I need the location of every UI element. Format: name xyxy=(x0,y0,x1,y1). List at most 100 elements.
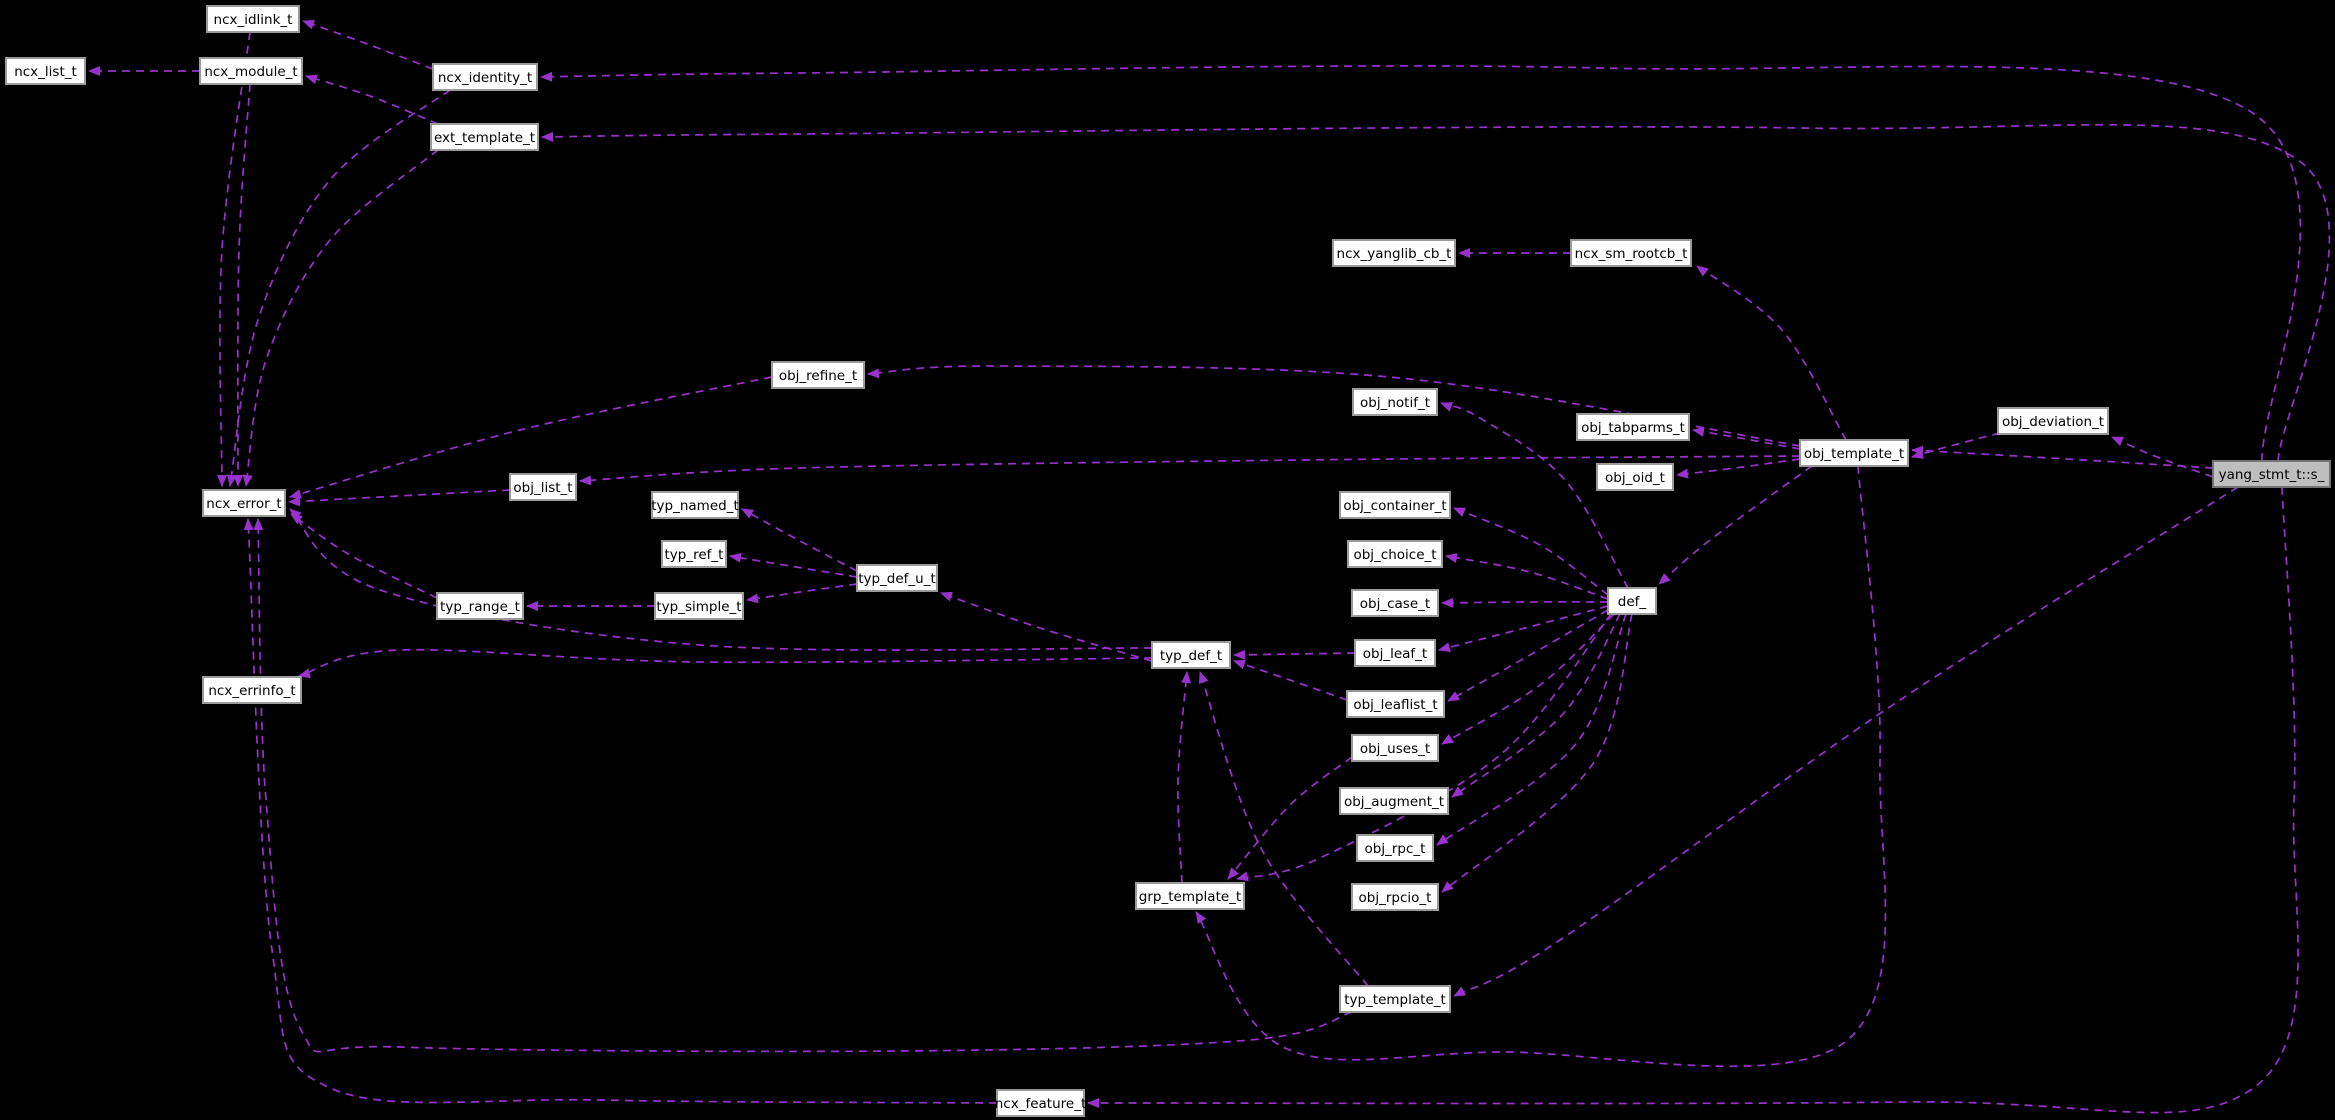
node-obj_deviation_t[interactable]: obj_deviation_t xyxy=(1997,407,2109,435)
node-typ_def_t[interactable]: typ_def_t xyxy=(1151,641,1231,669)
node-box-obj_template_t[interactable] xyxy=(1799,439,1909,467)
node-obj_uses_t[interactable]: obj_uses_t xyxy=(1351,734,1439,762)
node-box-ncx_error_t[interactable] xyxy=(202,489,286,517)
node-grp_template_t[interactable]: grp_template_t xyxy=(1135,882,1245,910)
node-label-ncx_feature_t: ncx_feature_t xyxy=(995,1096,1087,1112)
node-box-obj_refine_t[interactable] xyxy=(771,361,865,389)
node-box-obj_notif_t[interactable] xyxy=(1352,388,1438,416)
node-box-ncx_identity_t[interactable] xyxy=(432,63,538,91)
node-box-typ_def_t[interactable] xyxy=(1151,641,1231,669)
node-label-obj_augment_t: obj_augment_t xyxy=(1344,794,1444,810)
node-obj_rpcio_t[interactable]: obj_rpcio_t xyxy=(1351,883,1439,911)
node-label-ncx_identity_t: ncx_identity_t xyxy=(438,70,532,86)
node-obj_choice_t[interactable]: obj_choice_t xyxy=(1347,540,1443,568)
node-box-obj_rpcio_t[interactable] xyxy=(1351,883,1439,911)
node-label-obj_tabparms_t: obj_tabparms_t xyxy=(1581,420,1685,436)
node-box-obj_container_t[interactable] xyxy=(1339,491,1451,519)
edge-ext_template_t-to-ncx_error_t xyxy=(242,149,439,487)
node-box-obj_leaf_t[interactable] xyxy=(1354,639,1436,667)
node-typ_ref_t[interactable]: typ_ref_t xyxy=(661,540,727,568)
node-obj_template_t[interactable]: obj_template_t xyxy=(1799,439,1909,467)
node-label-ncx_yanglib_cb_t: ncx_yanglib_cb_t xyxy=(1337,246,1452,262)
node-box-obj_leaflist_t[interactable] xyxy=(1346,690,1445,718)
edge-obj_uses_t-to-grp_template_t xyxy=(1227,756,1353,880)
node-box-obj_choice_t[interactable] xyxy=(1347,540,1443,568)
node-ncx_error_t[interactable]: ncx_error_t xyxy=(202,489,286,517)
edge-yang_stmt_t_s-to-obj_template_t xyxy=(1911,445,2214,469)
node-box-ncx_module_t[interactable] xyxy=(199,57,303,85)
node-box-obj_list_t[interactable] xyxy=(509,473,577,501)
node-ext_template_t[interactable]: ext_template_t xyxy=(430,123,539,151)
node-label-typ_template_t: typ_template_t xyxy=(1344,992,1446,1008)
node-box-ncx_sm_rootcb_t[interactable] xyxy=(1570,239,1692,267)
node-box-ncx_idlink_t[interactable] xyxy=(206,5,300,33)
node-box-obj_augment_t[interactable] xyxy=(1339,787,1449,815)
node-ncx_module_t[interactable]: ncx_module_t xyxy=(199,57,303,85)
node-box-def_[interactable] xyxy=(1607,587,1657,615)
node-box-ncx_yanglib_cb_t[interactable] xyxy=(1332,239,1456,267)
node-yang_stmt_t_s: yang_stmt_t::s_ xyxy=(2212,460,2331,488)
node-obj_refine_t[interactable]: obj_refine_t xyxy=(771,361,865,389)
edge-obj_list_t-to-ncx_error_t xyxy=(288,489,511,507)
node-obj_container_t[interactable]: obj_container_t xyxy=(1339,491,1451,519)
node-typ_template_t[interactable]: typ_template_t xyxy=(1339,985,1451,1013)
node-ncx_sm_rootcb_t[interactable]: ncx_sm_rootcb_t xyxy=(1570,239,1692,267)
node-typ_named_t[interactable]: typ_named_t xyxy=(651,491,739,519)
node-obj_rpc_t[interactable]: obj_rpc_t xyxy=(1356,834,1434,862)
node-label-obj_deviation_t: obj_deviation_t xyxy=(2002,414,2104,430)
node-obj_augment_t[interactable]: obj_augment_t xyxy=(1339,787,1449,815)
node-box-typ_simple_t[interactable] xyxy=(654,592,744,620)
node-obj_list_t[interactable]: obj_list_t xyxy=(509,473,577,501)
node-box-ncx_feature_t[interactable] xyxy=(996,1089,1085,1117)
node-box-typ_range_t[interactable] xyxy=(436,592,524,620)
node-def_[interactable]: def_ xyxy=(1607,587,1657,615)
node-ncx_idlink_t[interactable]: ncx_idlink_t xyxy=(206,5,300,33)
node-label-obj_template_t: obj_template_t xyxy=(1804,446,1904,462)
edge-typ_def_u_t-to-typ_ref_t xyxy=(729,552,858,578)
node-ncx_list_t[interactable]: ncx_list_t xyxy=(5,57,86,85)
edge-typ_template_t-to-ncx_error_t xyxy=(253,518,1353,1053)
node-typ_simple_t[interactable]: typ_simple_t xyxy=(654,592,744,620)
node-box-obj_case_t[interactable] xyxy=(1351,589,1439,617)
node-obj_tabparms_t[interactable]: obj_tabparms_t xyxy=(1576,413,1690,441)
node-label-obj_notif_t: obj_notif_t xyxy=(1360,395,1430,411)
node-typ_def_u_t[interactable]: typ_def_u_t xyxy=(856,564,938,592)
node-box-obj_deviation_t[interactable] xyxy=(1997,407,2109,435)
node-box-obj_rpc_t[interactable] xyxy=(1356,834,1434,862)
node-ncx_errinfo_t[interactable]: ncx_errinfo_t xyxy=(202,676,302,704)
node-obj_oid_t[interactable]: obj_oid_t xyxy=(1596,463,1674,491)
node-box-ncx_errinfo_t[interactable] xyxy=(202,676,302,704)
node-box-ncx_list_t[interactable] xyxy=(5,57,86,85)
node-label-obj_choice_t: obj_choice_t xyxy=(1353,547,1436,563)
edge-ext_template_t-to-ncx_module_t xyxy=(305,74,439,125)
node-obj_case_t[interactable]: obj_case_t xyxy=(1351,589,1439,617)
node-box-typ_ref_t[interactable] xyxy=(661,540,727,568)
node-label-typ_ref_t: typ_ref_t xyxy=(665,547,724,563)
edge-obj_refine_t-to-ncx_error_t xyxy=(289,376,773,499)
node-obj_leaflist_t[interactable]: obj_leaflist_t xyxy=(1346,690,1445,718)
edge-grp_template_t-to-typ_def_t xyxy=(1177,671,1192,884)
node-typ_range_t[interactable]: typ_range_t xyxy=(436,592,524,620)
node-box-typ_def_u_t[interactable] xyxy=(856,564,938,592)
edge-obj_template_t-to-obj_oid_t xyxy=(1676,458,1801,479)
node-box-typ_template_t[interactable] xyxy=(1339,985,1451,1013)
edge-obj_template_t-to-def_ xyxy=(1658,465,1813,585)
node-box-obj_oid_t[interactable] xyxy=(1596,463,1674,491)
node-obj_leaf_t[interactable]: obj_leaf_t xyxy=(1354,639,1436,667)
edge-ncx_identity_t-to-ncx_idlink_t xyxy=(302,19,434,70)
edge-yang_stmt_t_s-to-typ_template_t xyxy=(1453,486,2239,997)
node-box-obj_tabparms_t[interactable] xyxy=(1576,413,1690,441)
node-obj_notif_t[interactable]: obj_notif_t xyxy=(1352,388,1438,416)
node-box-grp_template_t[interactable] xyxy=(1135,882,1245,910)
node-box-ext_template_t[interactable] xyxy=(430,123,539,151)
node-label-typ_range_t: typ_range_t xyxy=(440,599,520,615)
node-label-def_: def_ xyxy=(1618,594,1647,610)
node-ncx_feature_t[interactable]: ncx_feature_t xyxy=(995,1089,1087,1117)
edge-def_-to-obj_choice_t xyxy=(1445,553,1609,600)
node-ncx_identity_t[interactable]: ncx_identity_t xyxy=(432,63,538,91)
node-ncx_yanglib_cb_t[interactable]: ncx_yanglib_cb_t xyxy=(1332,239,1456,267)
edge-def_-to-obj_notif_t xyxy=(1440,402,1629,589)
node-box-obj_uses_t[interactable] xyxy=(1351,734,1439,762)
node-box-typ_named_t[interactable] xyxy=(651,491,739,519)
edge-ncx_feature_t-to-ncx_error_t xyxy=(243,518,998,1104)
